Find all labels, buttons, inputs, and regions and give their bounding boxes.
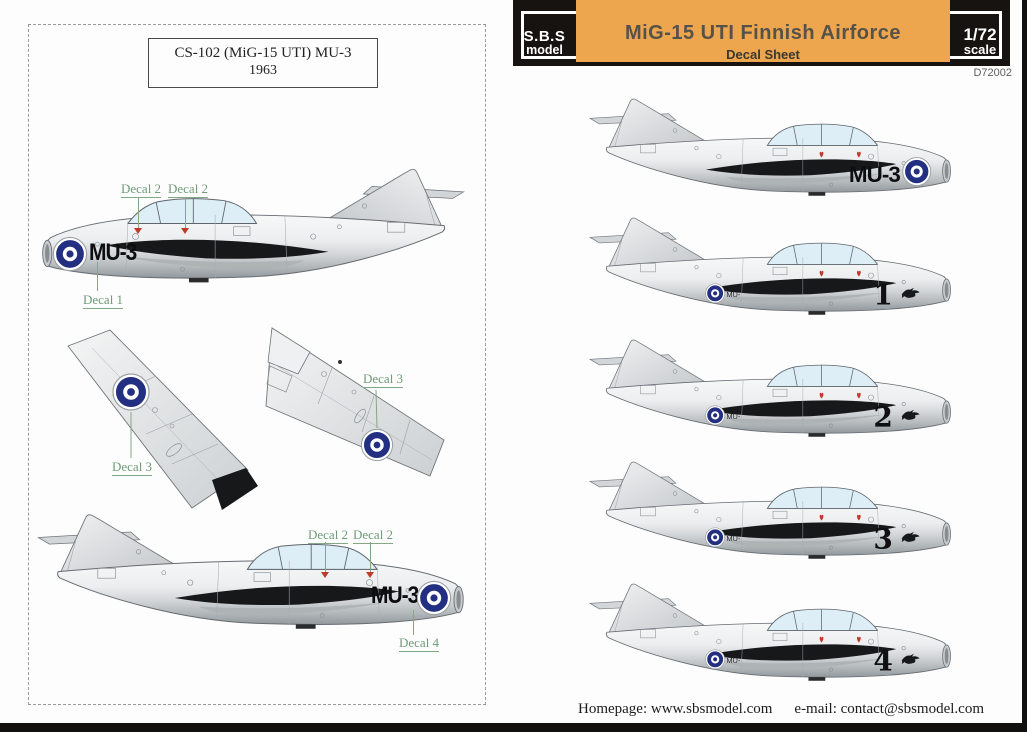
wing-lower-view: Decal 3: [262, 320, 458, 510]
homepage-text: Homepage: www.sbsmodel.com: [577, 701, 773, 717]
wing-upper-view: Decal 3: [52, 328, 262, 513]
profile-port-side-mu3: MU-3 Decal 2 Decal 2 Decal 1: [32, 160, 468, 310]
scheme-profile-1: MU- 1: [578, 214, 968, 326]
red-marker-icon: [321, 572, 329, 578]
brand-logo: S.B.S model: [513, 29, 576, 57]
callout-decal3: Decal 3: [363, 371, 404, 389]
email-text: e-mail: contact@sbsmodel.com: [794, 701, 985, 717]
aircraft-drawing: MU- 4: [589, 583, 951, 682]
aircraft-drawing: MU- 2: [589, 339, 951, 438]
fuselage-code: MU-: [726, 534, 741, 543]
callout-decal2: Decal 2: [121, 181, 162, 199]
leader-line: [325, 542, 326, 572]
decal-sheet-outline: [28, 24, 486, 705]
aircraft-code: MU-3: [849, 162, 900, 187]
subject-caption-year: 1963: [249, 63, 277, 78]
scheme-profile-2: MU- 2: [578, 336, 968, 448]
scheme-profile-3: MU- 3: [578, 458, 968, 570]
leader-line: [370, 542, 371, 572]
callout-decal2: Decal 2: [353, 527, 394, 545]
nose-number: 3: [873, 523, 892, 556]
aircraft-drawing: [37, 514, 464, 630]
scheme-profile-mu3: MU-3: [578, 95, 968, 207]
aircraft-drawing: MU-3: [589, 98, 951, 197]
nose-number: 2: [873, 401, 892, 434]
red-marker-icon: [366, 572, 374, 578]
page-border-bottom: [0, 723, 1027, 732]
leader-line: [97, 262, 98, 291]
red-marker-icon: [134, 228, 142, 234]
aircraft-drawing: MU- 1: [589, 217, 951, 316]
callout-decal3: Decal 3: [112, 459, 153, 477]
red-marker-icon: [181, 228, 189, 234]
footer-contact: Homepage: www.sbsmodel.com e-mail: contac…: [548, 701, 1014, 718]
aircraft-code: MU-3: [371, 582, 419, 609]
fuselage-code: MU-: [726, 656, 741, 665]
scale-word: scale: [963, 42, 997, 58]
nose-number: 4: [873, 645, 892, 678]
wing-drawing: [265, 327, 445, 477]
page-border-right: [1022, 0, 1027, 732]
aircraft-code: MU-3: [89, 239, 137, 266]
callout-decal2: Decal 2: [308, 527, 349, 545]
subject-caption-box: CS-102 (MiG-15 UTI) MU-3 1963: [148, 38, 378, 88]
aircraft-drawing: MU- 3: [589, 461, 951, 560]
roundel-icon: [52, 236, 88, 272]
leader-line: [138, 198, 139, 228]
scheme-profile-4: MU- 4: [578, 580, 968, 692]
profile-starboard-side-mu3: MU-3 Decal 2 Decal 2 Decal 4: [34, 506, 474, 653]
wing-drawing: [67, 329, 258, 510]
fuselage-code: MU-: [726, 290, 741, 299]
sheet-title: MiG-15 UTI Finnish Airforce: [624, 22, 902, 44]
leader-line: [413, 610, 414, 635]
fuselage-code: MU-: [726, 412, 741, 421]
sheet-subtitle: Decal Sheet: [726, 47, 800, 62]
brand-logo-bottom: model: [526, 43, 563, 58]
nose-number: 1: [873, 279, 892, 312]
product-code: D72002: [973, 67, 1012, 79]
brand-logo-top: S.B.S: [523, 28, 566, 45]
roundel-icon: [416, 580, 452, 616]
title-banner: MiG-15 UTI Finnish Airforce Decal Sheet: [576, 0, 950, 62]
callout-decal1: Decal 1: [83, 292, 124, 310]
scale-box: 1/72 scale: [950, 26, 1010, 57]
callout-decal4: Decal 4: [399, 635, 440, 653]
header-bar: MiG-15 UTI Finnish Airforce Decal Sheet …: [513, 0, 1010, 66]
leader-line: [185, 198, 186, 228]
scale-value: 1/72: [963, 25, 997, 44]
subject-caption-line1: CS-102 (MiG-15 UTI) MU-3: [174, 45, 352, 61]
callout-decal2: Decal 2: [168, 181, 209, 199]
